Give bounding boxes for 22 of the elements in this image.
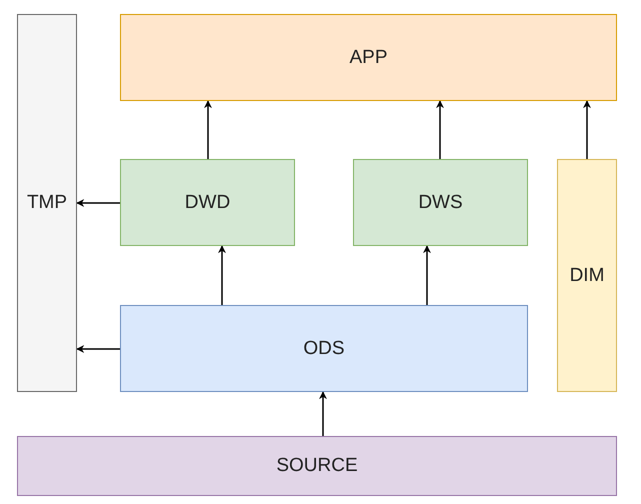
layer-box bbox=[120, 14, 617, 101]
arrow bbox=[436, 100, 444, 159]
layer-label: ODS bbox=[303, 338, 345, 360]
layer-label: DWS bbox=[418, 192, 463, 214]
layer-column bbox=[17, 14, 77, 392]
arrow bbox=[583, 100, 591, 159]
layer-label: DWD bbox=[184, 192, 230, 214]
layer-box bbox=[120, 159, 295, 246]
arrow bbox=[204, 100, 212, 159]
layer-box bbox=[17, 436, 617, 496]
layer-label: SOURCE bbox=[276, 455, 358, 477]
layer-label: DIM bbox=[570, 264, 604, 286]
layer-label: APP bbox=[349, 46, 388, 68]
arrow bbox=[423, 245, 431, 305]
layer-box bbox=[353, 159, 528, 246]
arrow bbox=[76, 345, 120, 353]
layer-label: TMP bbox=[26, 192, 68, 214]
arrow bbox=[319, 391, 327, 436]
layer-box bbox=[120, 305, 528, 392]
arrow bbox=[218, 245, 226, 305]
layer-column bbox=[557, 159, 617, 392]
arrow bbox=[76, 199, 120, 207]
